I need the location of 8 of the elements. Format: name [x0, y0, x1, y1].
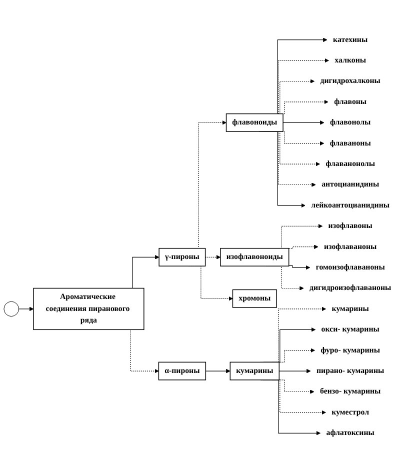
node-circle	[4, 301, 19, 317]
arrow	[18, 306, 34, 312]
arrow	[205, 368, 230, 374]
arrow	[282, 120, 324, 125]
arrow	[205, 255, 221, 260]
arrow	[288, 244, 318, 250]
arrow	[278, 368, 311, 374]
arrow	[288, 265, 310, 270]
